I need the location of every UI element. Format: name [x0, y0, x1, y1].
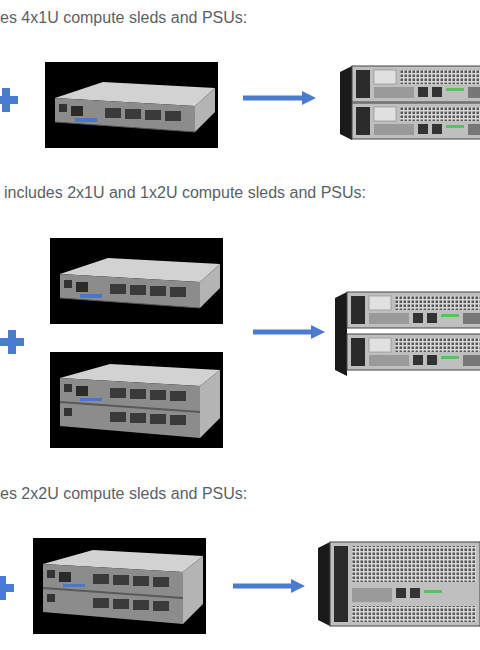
flow-arrow [233, 579, 305, 593]
flow-arrow [243, 91, 316, 105]
chassis-photo [318, 542, 480, 626]
plus-sign [0, 576, 14, 600]
sled-photo [33, 538, 206, 634]
flow-arrow [253, 325, 325, 339]
plus-sign [0, 88, 18, 112]
sled-photo [50, 352, 223, 448]
section-heading: includes 2x1U and 1x2U compute sleds and… [4, 183, 366, 203]
section-heading: es 4x1U compute sleds and PSUs: [0, 8, 247, 28]
section-heading: es 2x2U compute sleds and PSUs: [0, 484, 247, 504]
chassis-photo [335, 292, 480, 376]
chassis-photo [340, 66, 480, 140]
plus-sign [0, 330, 24, 354]
sled-photo [45, 62, 218, 148]
sled-photo [50, 238, 223, 324]
